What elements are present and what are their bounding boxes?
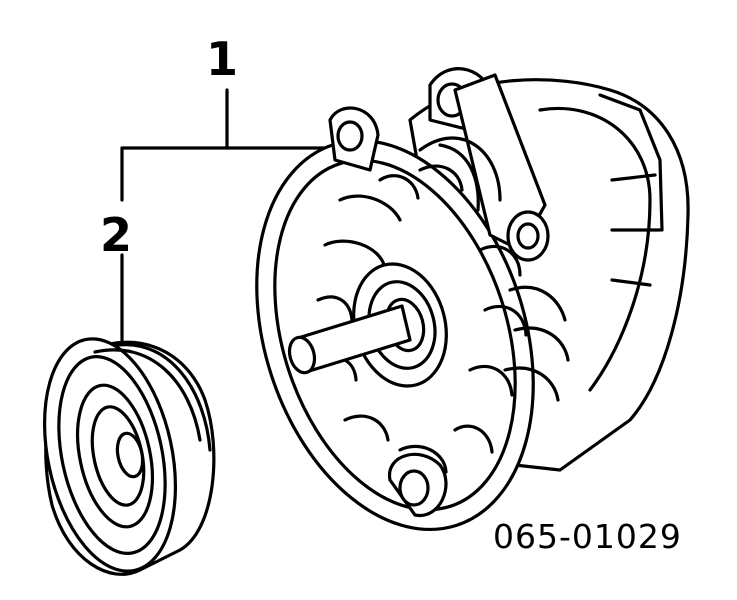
callout-part-1: 1: [206, 32, 239, 86]
callout-part-2: 2: [100, 208, 133, 262]
leader-lines: [120, 88, 327, 347]
alternator-drawing: [255, 67, 690, 532]
part-number-code: 065-01029: [493, 517, 682, 556]
pulley-drawing: [42, 337, 216, 576]
